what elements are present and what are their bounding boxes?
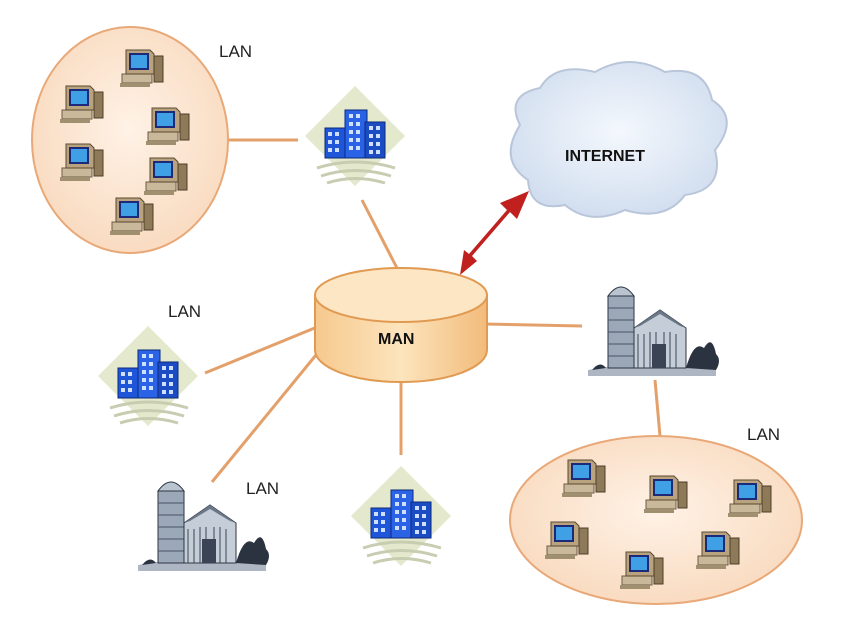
connector-lines (204, 138, 662, 483)
office-building-icon (349, 464, 453, 568)
farm-barn-silo-icon (587, 286, 720, 377)
computer-icon (643, 475, 688, 514)
lan-label-left: LAN (168, 302, 201, 321)
computer-icon (727, 479, 772, 518)
computer-icon (695, 531, 740, 570)
computer-icon (619, 551, 664, 590)
computer-icon (59, 85, 104, 124)
computer-icon (145, 107, 190, 146)
connector-building-topcenter (360, 199, 400, 271)
office-building-icon (303, 84, 407, 188)
internet-link-arrow (460, 191, 529, 275)
computer-icon (544, 521, 589, 560)
lan-cluster-bottomright (509, 435, 803, 605)
lan-label-topleft: LAN (219, 42, 252, 61)
lan-label-bottomleft: LAN (246, 479, 279, 498)
lan-cluster-topleft (31, 26, 229, 254)
computer-icon (59, 143, 104, 182)
computer-icon (143, 157, 188, 196)
connector-farm-right (483, 322, 583, 328)
office-building-icon (96, 324, 200, 428)
connector-building-left (204, 323, 323, 375)
connector-farm-bottomleft (210, 354, 318, 483)
internet-label: INTERNET (565, 148, 645, 165)
lan-label-bottomright: LAN (747, 425, 780, 444)
computer-icon (561, 459, 606, 498)
internet-cloud-icon (509, 61, 728, 218)
man-label: MAN (378, 331, 414, 348)
connector-lan-bottomright (653, 379, 662, 437)
man-hub-cylinder (314, 267, 488, 383)
computer-icon (109, 197, 154, 236)
computer-icon (119, 49, 164, 88)
